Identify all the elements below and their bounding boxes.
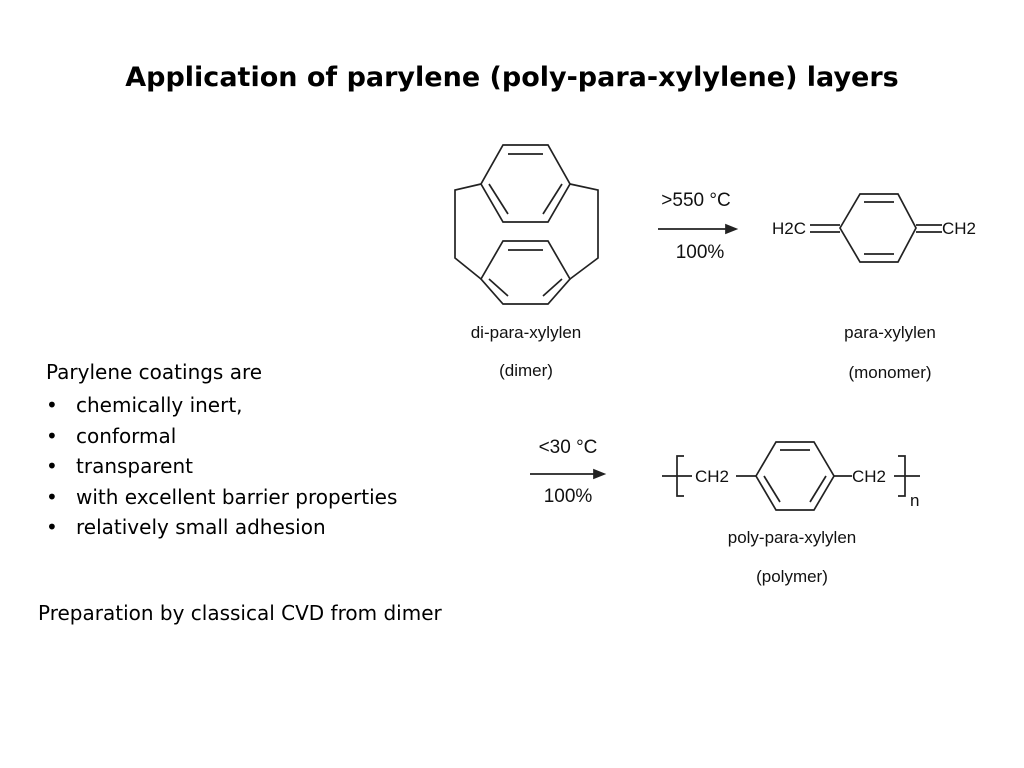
monomer-right-group: CH2	[942, 219, 976, 238]
arrowhead-icon	[593, 468, 607, 480]
reaction1-yield: 100%	[676, 242, 725, 263]
intro-text: Parylene coatings are	[46, 360, 263, 384]
bridge-left	[454, 183, 482, 280]
bullet-icon: •	[46, 423, 58, 448]
right-bracket	[898, 455, 906, 497]
dimer-role: (dimer)	[499, 361, 553, 380]
monomer-role: (monomer)	[848, 363, 931, 382]
repeat-unit-subscript: n	[910, 491, 919, 510]
reaction2-yield: 100%	[544, 486, 593, 507]
benzene-ring	[755, 441, 835, 511]
bullet-icon: •	[46, 484, 58, 509]
polymer-structure: CH2 CH2 n poly-para-xylylen (polymer)	[662, 441, 920, 586]
polymer-role: (polymer)	[756, 567, 828, 586]
list-item: •chemically inert,	[46, 393, 243, 417]
list-item: •with excellent barrier properties	[46, 484, 398, 509]
polymer-name: poly-para-xylylen	[728, 528, 857, 547]
preparation-text: Preparation by classical CVD from dimer	[38, 601, 442, 625]
monomer-left-group: H2C	[772, 219, 806, 238]
list-item: •conformal	[46, 423, 177, 448]
list-item: •relatively small adhesion	[46, 515, 326, 539]
dimer-name: di-para-xylylen	[471, 323, 582, 342]
slide-title: Application of parylene (poly-para-xylyl…	[125, 62, 899, 93]
bullet-icon: •	[46, 393, 58, 417]
monomer-name: para-xylylen	[844, 323, 936, 342]
polymer-right-group: CH2	[852, 467, 886, 486]
benzene-ring-top	[480, 144, 571, 223]
reaction1-temperature: >550 °C	[661, 190, 730, 211]
reaction-arrow-2: <30 °C 100%	[530, 437, 607, 507]
bullet-icon: •	[46, 515, 58, 539]
monomer-structure: H2C CH2 para-xylylen (monomer)	[772, 193, 976, 382]
property-list: •chemically inert, •conformal •transpare…	[46, 391, 418, 544]
arrowhead-icon	[725, 223, 739, 235]
quinoid-ring	[839, 193, 917, 263]
reaction-arrow-1: >550 °C 100%	[658, 190, 739, 263]
bridge-right	[569, 183, 599, 280]
reaction2-temperature: <30 °C	[539, 437, 598, 458]
list-item: •transparent	[46, 454, 193, 478]
bullet-icon: •	[46, 454, 58, 478]
dimer-structure: di-para-xylylen (dimer)	[454, 144, 599, 380]
polymer-left-group: CH2	[695, 467, 729, 486]
